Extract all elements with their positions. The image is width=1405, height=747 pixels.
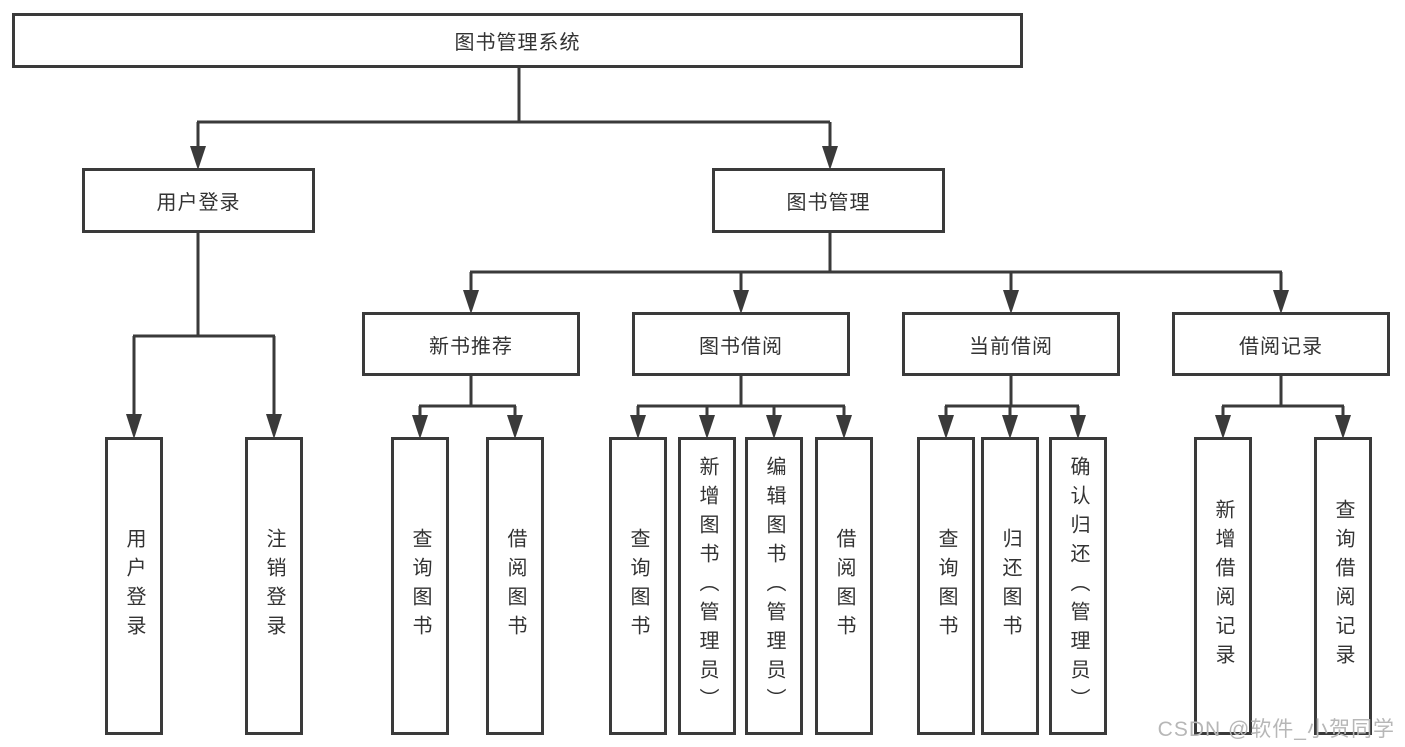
node-book-borrow: 图书借阅 [632, 312, 850, 376]
node-book-borrow-label: 图书借阅 [699, 335, 783, 358]
node-user-login: 用户登录 [82, 168, 315, 233]
node-root-label: 图书管理系统 [454, 32, 581, 54]
leaf-logout: 注销登录 [245, 437, 303, 735]
csdn-watermark: CSDN @软件_小贺同学 [1157, 718, 1395, 741]
leaf-borrow-query-books-label: 查询图书 [627, 528, 649, 644]
leaf-confirm-return-admin-label: 确认归还（管理员） [1067, 455, 1089, 717]
leaf-confirm-return-admin: 确认归还（管理员） [1049, 437, 1107, 735]
node-borrow-records-label: 借阅记录 [1239, 335, 1323, 358]
node-user-login-label: 用户登录 [156, 192, 241, 214]
leaf-current-query-books: 查询图书 [917, 437, 975, 735]
node-borrow-records: 借阅记录 [1172, 312, 1390, 376]
leaf-borrow-books: 借阅图书 [815, 437, 873, 735]
leaf-add-book-admin: 新增图书（管理员） [678, 437, 736, 735]
node-root: 图书管理系统 [12, 13, 1023, 68]
node-new-book-recommend: 新书推荐 [362, 312, 580, 376]
leaf-user-login: 用户登录 [105, 437, 163, 735]
leaf-add-borrow-record: 新增借阅记录 [1194, 437, 1252, 735]
leaf-return-book-label: 归还图书 [999, 528, 1021, 644]
leaf-user-login-label: 用户登录 [123, 528, 145, 644]
leaf-logout-label: 注销登录 [263, 528, 285, 644]
leaf-borrow-query-books: 查询图书 [609, 437, 667, 735]
leaf-edit-book-admin: 编辑图书（管理员） [745, 437, 803, 735]
node-current-borrow: 当前借阅 [902, 312, 1120, 376]
leaf-current-query-books-label: 查询图书 [935, 528, 957, 644]
leaf-recommend-borrow-books: 借阅图书 [486, 437, 544, 735]
node-book-management: 图书管理 [712, 168, 945, 233]
leaf-borrow-books-label: 借阅图书 [833, 528, 855, 644]
leaf-query-borrow-record: 查询借阅记录 [1314, 437, 1372, 735]
leaf-add-borrow-record-label: 新增借阅记录 [1212, 499, 1234, 673]
leaf-edit-book-admin-label: 编辑图书（管理员） [763, 455, 785, 717]
leaf-add-book-admin-label: 新增图书（管理员） [696, 455, 718, 717]
leaf-return-book: 归还图书 [981, 437, 1039, 735]
leaf-query-borrow-record-label: 查询借阅记录 [1332, 499, 1354, 673]
node-book-management-label: 图书管理 [786, 192, 871, 214]
node-new-book-recommend-label: 新书推荐 [429, 335, 513, 358]
leaf-recommend-query-books-label: 查询图书 [409, 528, 431, 644]
leaf-recommend-query-books: 查询图书 [391, 437, 449, 735]
leaf-recommend-borrow-books-label: 借阅图书 [504, 528, 526, 644]
node-current-borrow-label: 当前借阅 [969, 335, 1053, 358]
